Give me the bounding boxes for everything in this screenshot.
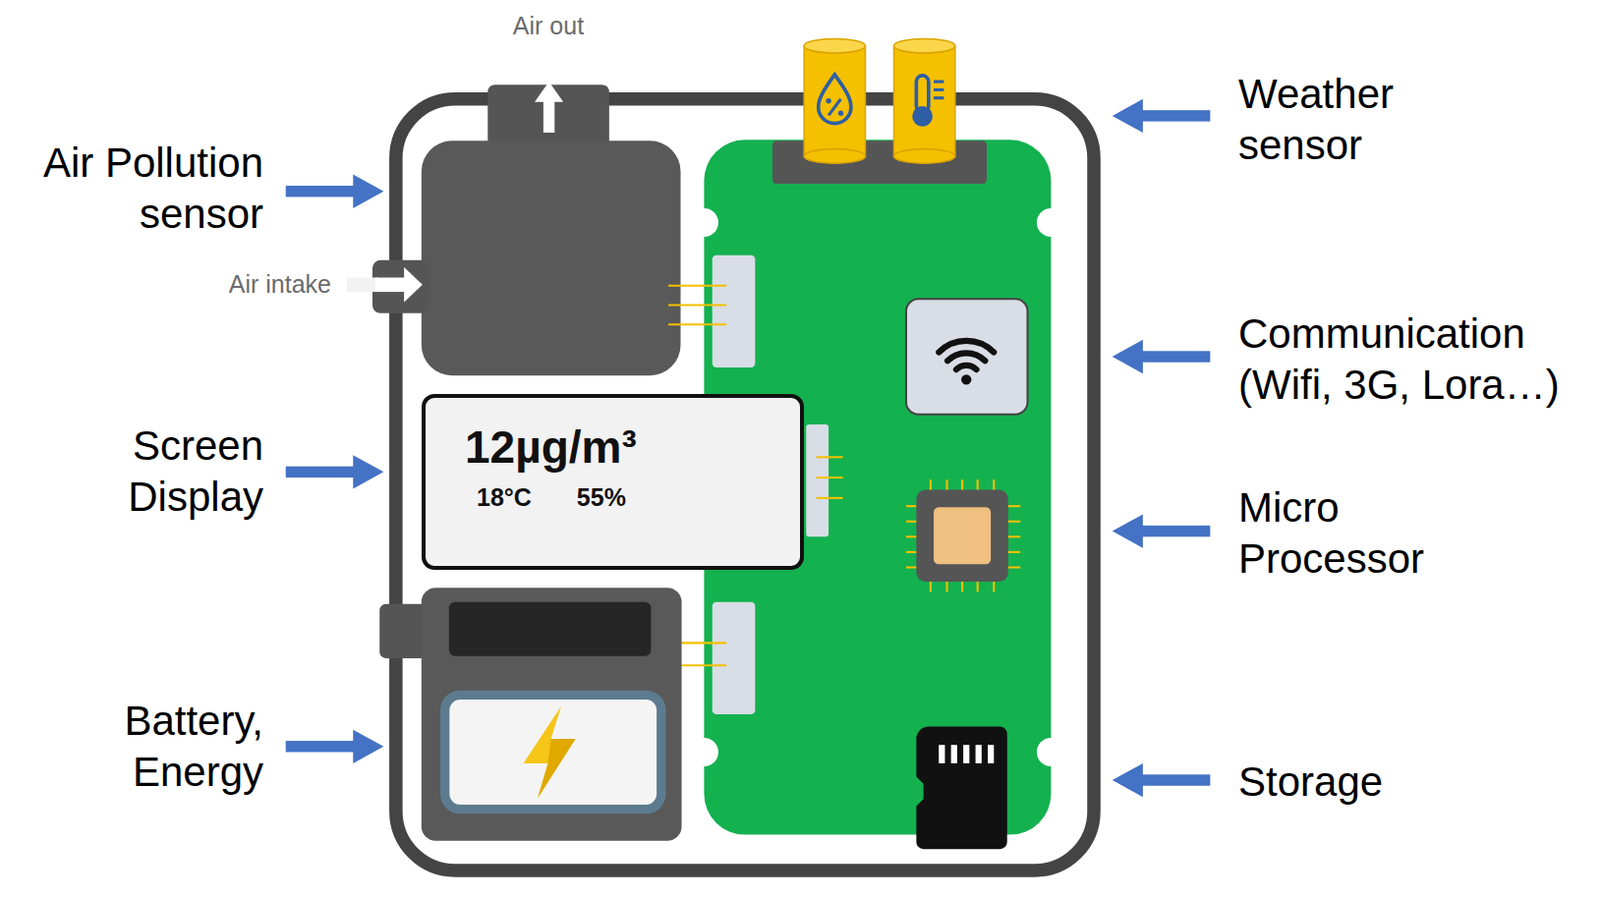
part-label: Storage [1238, 756, 1475, 808]
arrow-head [1112, 340, 1143, 374]
chip-pin [1006, 551, 1022, 554]
wifi-arc [947, 352, 985, 361]
microprocessor [906, 479, 1021, 592]
percent-icon-dot [838, 111, 844, 116]
sensor-body [421, 140, 682, 376]
air-pollution-sensor [346, 81, 682, 376]
arrow-head [352, 174, 384, 209]
percent-icon-dot [825, 98, 831, 104]
arrow-shaft [1139, 350, 1211, 362]
air-out-arrow-head [534, 81, 564, 103]
humidity-reading: 55% [576, 483, 627, 513]
wire [816, 476, 844, 479]
arrow-head [1112, 514, 1143, 548]
air-out-arrow-shaft [543, 100, 555, 133]
arrow-shaft [1139, 525, 1211, 537]
sd-contact [963, 744, 970, 764]
thermometer-tick [933, 80, 944, 84]
flow-label: Air out [489, 10, 608, 41]
battery-body [421, 587, 683, 842]
board-notch [1036, 208, 1066, 237]
part-label: Communication (Wifi, 3G, Lora…) [1238, 308, 1585, 411]
board-notch [1036, 738, 1066, 767]
air-intake-arrow-head [403, 267, 423, 302]
wire [816, 456, 844, 458]
header-connector [712, 602, 756, 715]
chip-pin [1006, 535, 1022, 538]
temperature-cylinder [894, 46, 956, 157]
screen-display: 12µg/m³ 18°C 55% [421, 394, 804, 571]
wire [816, 497, 844, 500]
chip-pin [1006, 520, 1022, 523]
chip-pin [1006, 566, 1022, 569]
thermometer-bulb [912, 106, 933, 127]
wifi-arc [938, 341, 994, 353]
wifi-chip [906, 298, 1029, 414]
housing-outline [396, 99, 1094, 871]
sd-contact [975, 744, 982, 764]
header-connector [712, 255, 756, 368]
cylinder-top [803, 38, 865, 54]
sd-card [915, 727, 1007, 851]
arrow-head [1112, 99, 1143, 133]
arrow-shaft [1139, 110, 1211, 121]
arrow-head [1112, 763, 1143, 798]
wifi-dot [961, 374, 972, 385]
air-intake-arrow-shaft [375, 278, 406, 293]
humidity-cylinder [803, 46, 865, 157]
arrow-shaft [285, 741, 358, 752]
sd-card-body [915, 727, 1007, 851]
air-intake-tab [372, 260, 429, 314]
arrow-head [352, 730, 384, 764]
thermometer-tick [933, 88, 944, 92]
cylinder-bottom [894, 149, 956, 165]
node-content: 12µg/m³ 18°C 55% [464, 421, 637, 513]
chip-die [933, 507, 991, 565]
board-notch [689, 738, 719, 767]
wire [668, 323, 727, 326]
part-label: Air Pollution sensor [7, 137, 264, 240]
part-label: Battery, Energy [7, 695, 264, 799]
humidity-icon [818, 74, 852, 124]
lightning-icon [523, 706, 576, 799]
arrow-head [352, 455, 384, 489]
battery [379, 587, 682, 842]
cylinder-top [894, 38, 956, 54]
sd-contact [987, 744, 994, 764]
sd-contact [938, 744, 945, 764]
part-label: Screen Display [7, 420, 264, 523]
battery-slot [449, 602, 652, 657]
arrow-shaft [285, 466, 358, 478]
communication-module [906, 298, 1029, 414]
text-row: 18°C 55% [464, 483, 637, 513]
chip-body [915, 490, 1008, 582]
part-label: Weather sensor [1238, 68, 1475, 172]
temperature-reading: 18°C [476, 483, 532, 513]
chip-pin [1006, 505, 1022, 508]
weather-sensor [772, 38, 987, 183]
arrow-shaft [285, 185, 358, 197]
lightning-shade [537, 739, 575, 799]
wire [668, 285, 727, 287]
thermometer-tick [933, 96, 944, 100]
arrow-shaft [1139, 774, 1211, 786]
wire [668, 304, 727, 307]
screen-connector [805, 424, 829, 537]
sd-contact [951, 744, 958, 764]
pollution-reading: 12µg/m³ [464, 421, 637, 474]
board-notch [689, 208, 719, 237]
wifi-arc [956, 365, 977, 370]
cylinder-bottom [803, 149, 865, 165]
air-intake-arrow-tail [346, 278, 378, 293]
flow-label: Air intake [173, 269, 332, 299]
text-row: 12µg/m³ [464, 421, 637, 474]
battery-window [445, 694, 662, 809]
callout-arrows [285, 99, 1211, 798]
part-label: Micro Processor [1238, 482, 1475, 585]
